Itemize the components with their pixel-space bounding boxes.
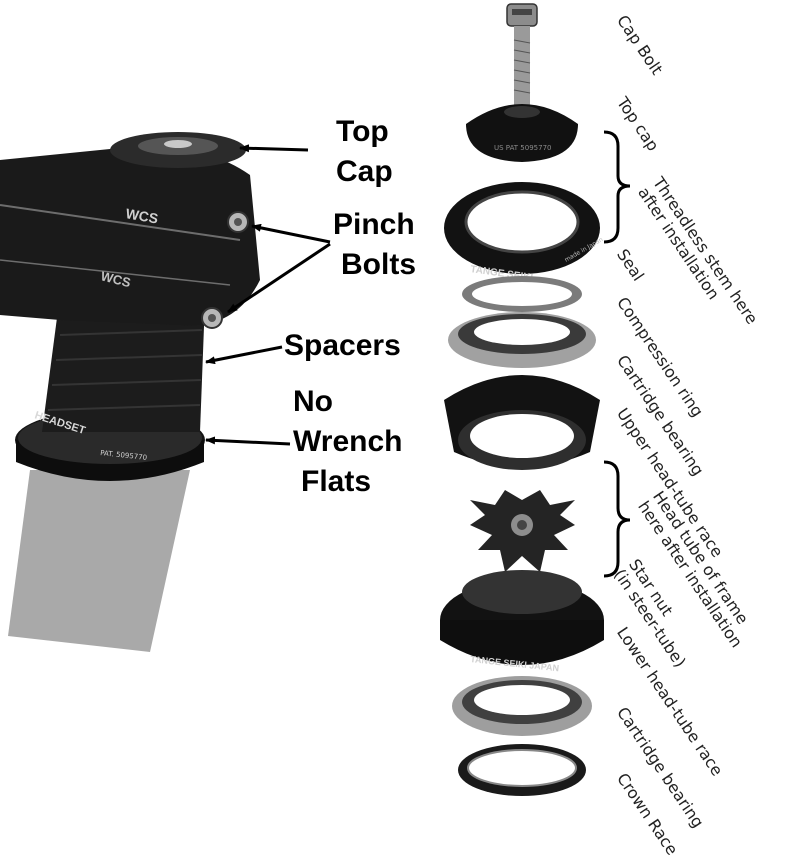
bracket-head-tube (603, 460, 631, 578)
arrow-top-cap (239, 144, 309, 153)
arrow-pinch-upper (251, 223, 331, 244)
headset-top-cap (466, 104, 578, 162)
arrow-spacers (205, 345, 283, 365)
arrow-pinch-lower (227, 242, 331, 314)
stem-brand-lower: WCS (99, 268, 132, 290)
stem-brand-upper: WCS (124, 205, 159, 226)
stem-assembly: WCS WCS HEADSET PAT. 5095770 (0, 132, 260, 652)
callout-pinch-bolts-line2: Bolts (341, 248, 416, 281)
star-nut (470, 490, 575, 572)
callout-top-cap-line1: Top (336, 115, 389, 148)
callout-top-cap-line2: Cap (336, 155, 393, 188)
callout-no-wrench-line1: No (293, 385, 333, 418)
callout-no-wrench-line3: Flats (301, 465, 372, 498)
spacer-stack (42, 300, 205, 432)
callout-spacers-text: Spacers (284, 329, 401, 362)
callout-arrows (205, 144, 331, 446)
callout-spacers: Spacers (284, 326, 401, 366)
exploded-headset: US PAT 5095770 TANGE SEIKI made in Japan… (440, 3, 604, 796)
callout-pinch-bolts: Pinch Bolts (333, 205, 416, 285)
steerer-tube (8, 470, 190, 652)
callout-top-cap: Top Cap (336, 112, 393, 192)
cap-bolt-shaft (514, 26, 530, 108)
top-cap-engraving: US PAT 5095770 (494, 144, 552, 152)
callout-no-wrench-line2: Wrench (293, 425, 403, 458)
arrow-wrench-flats (205, 436, 291, 446)
callout-pinch-bolts-line1: Pinch (333, 208, 415, 241)
stem-body (0, 146, 260, 326)
callout-no-wrench-flats: No Wrench Flats (293, 382, 402, 502)
bracket-threadless-stem (603, 130, 631, 244)
